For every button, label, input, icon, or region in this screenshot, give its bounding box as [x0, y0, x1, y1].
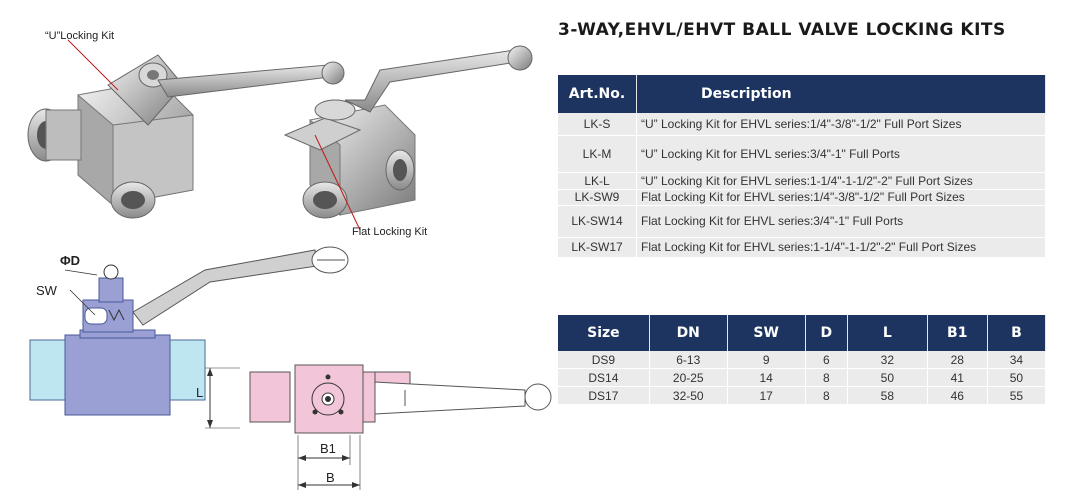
size-dimensions-table: Size DN SW D L B1 B DS9 6-13 9 6 32 28 3… [558, 315, 1047, 405]
table-row: DS9 6-13 9 6 32 28 34 [558, 351, 1047, 369]
table-row: LK-L “U” Locking Kit for EHVL series:1-1… [558, 172, 1046, 190]
table-header-row: Art.No. Description [558, 75, 1046, 113]
l-cell: 32 [847, 351, 928, 369]
d-cell: 6 [805, 351, 849, 369]
table-row: DS17 32-50 17 8 58 46 55 [558, 386, 1047, 405]
b-label: B [326, 470, 335, 485]
sw-cell: 17 [727, 386, 806, 405]
b-cell: 55 [987, 386, 1047, 405]
art-no-cell: LK-SW14 [558, 205, 637, 238]
table-header-row: Size DN SW D L B1 B [558, 315, 1047, 351]
flat-locking-kit-valve-photo [283, 45, 533, 231]
b1-label: B1 [320, 441, 336, 456]
column-header-size: Size [558, 315, 650, 351]
art-no-cell: LK-M [558, 135, 637, 173]
page-title: 3-WAY,EHVL/EHVT BALL VALVE LOCKING KITS [558, 20, 1006, 40]
flat-locking-kit-label: Flat Locking Kit [352, 226, 428, 238]
top-view-diagram [205, 364, 552, 490]
table-row: LK-S “U” Locking Kit for EHVL series:1/4… [558, 113, 1046, 136]
l-cell: 50 [847, 368, 928, 387]
d-cell: 8 [805, 386, 849, 405]
b1-cell: 46 [927, 386, 988, 405]
table-row: LK-M “U” Locking Kit for EHVL series:3/4… [558, 135, 1046, 173]
side-view-diagram [29, 246, 349, 416]
b-cell: 50 [987, 368, 1047, 387]
size-cell: DS17 [558, 386, 650, 405]
column-header-sw: SW [727, 315, 806, 351]
description-cell: “U” Locking Kit for EHVL series:1/4"-3/8… [636, 113, 1046, 136]
table-row: LK-SW17 Flat Locking Kit for EHVL series… [558, 237, 1046, 258]
d-cell: 8 [805, 368, 849, 387]
sw-label: SW [36, 283, 57, 298]
column-header-dn: DN [649, 315, 728, 351]
sw-cell: 9 [727, 351, 806, 369]
size-cell: DS9 [558, 351, 650, 369]
sw-cell: 14 [727, 368, 806, 387]
art-no-cell: LK-S [558, 113, 637, 136]
description-cell: “U” Locking Kit for EHVL series:1-1/4"-1… [636, 172, 1046, 190]
art-no-cell: LK-L [558, 172, 637, 190]
u-locking-kit-label: “U”Locking Kit [45, 30, 115, 42]
phi-d-label: ΦD [60, 253, 81, 268]
b1-cell: 28 [927, 351, 988, 369]
art-no-cell: LK-SW17 [558, 237, 637, 258]
table-row: DS14 20-25 14 8 50 41 50 [558, 368, 1047, 387]
column-header-b: B [987, 315, 1047, 351]
l-cell: 58 [847, 386, 928, 405]
dn-cell: 20-25 [649, 368, 728, 387]
table-row: LK-SW14 Flat Locking Kit for EHVL series… [558, 205, 1046, 238]
dn-cell: 32-50 [649, 386, 728, 405]
size-cell: DS14 [558, 368, 650, 387]
table-row: LK-SW9 Flat Locking Kit for EHVL series:… [558, 189, 1046, 206]
column-header-b1: B1 [927, 315, 988, 351]
column-header-art-no: Art.No. [558, 75, 637, 113]
description-cell: Flat Locking Kit for EHVL series:1-1/4"-… [636, 237, 1046, 258]
column-header-description: Description [636, 75, 1046, 113]
description-cell: Flat Locking Kit for EHVL series:1/4"-3/… [636, 189, 1046, 206]
l-label: L [196, 385, 204, 400]
u-locking-kit-valve-photo [27, 39, 345, 219]
art-no-cell: LK-SW9 [558, 189, 637, 206]
column-header-d: D [805, 315, 849, 351]
b1-cell: 41 [927, 368, 988, 387]
description-cell: Flat Locking Kit for EHVL series:3/4"-1"… [636, 205, 1046, 238]
description-cell: “U” Locking Kit for EHVL series:3/4"-1" … [636, 135, 1046, 173]
column-header-l: L [847, 315, 928, 351]
locking-kits-table: Art.No. Description LK-S “U” Locking Kit… [558, 75, 1046, 258]
dn-cell: 6-13 [649, 351, 728, 369]
b-cell: 34 [987, 351, 1047, 369]
